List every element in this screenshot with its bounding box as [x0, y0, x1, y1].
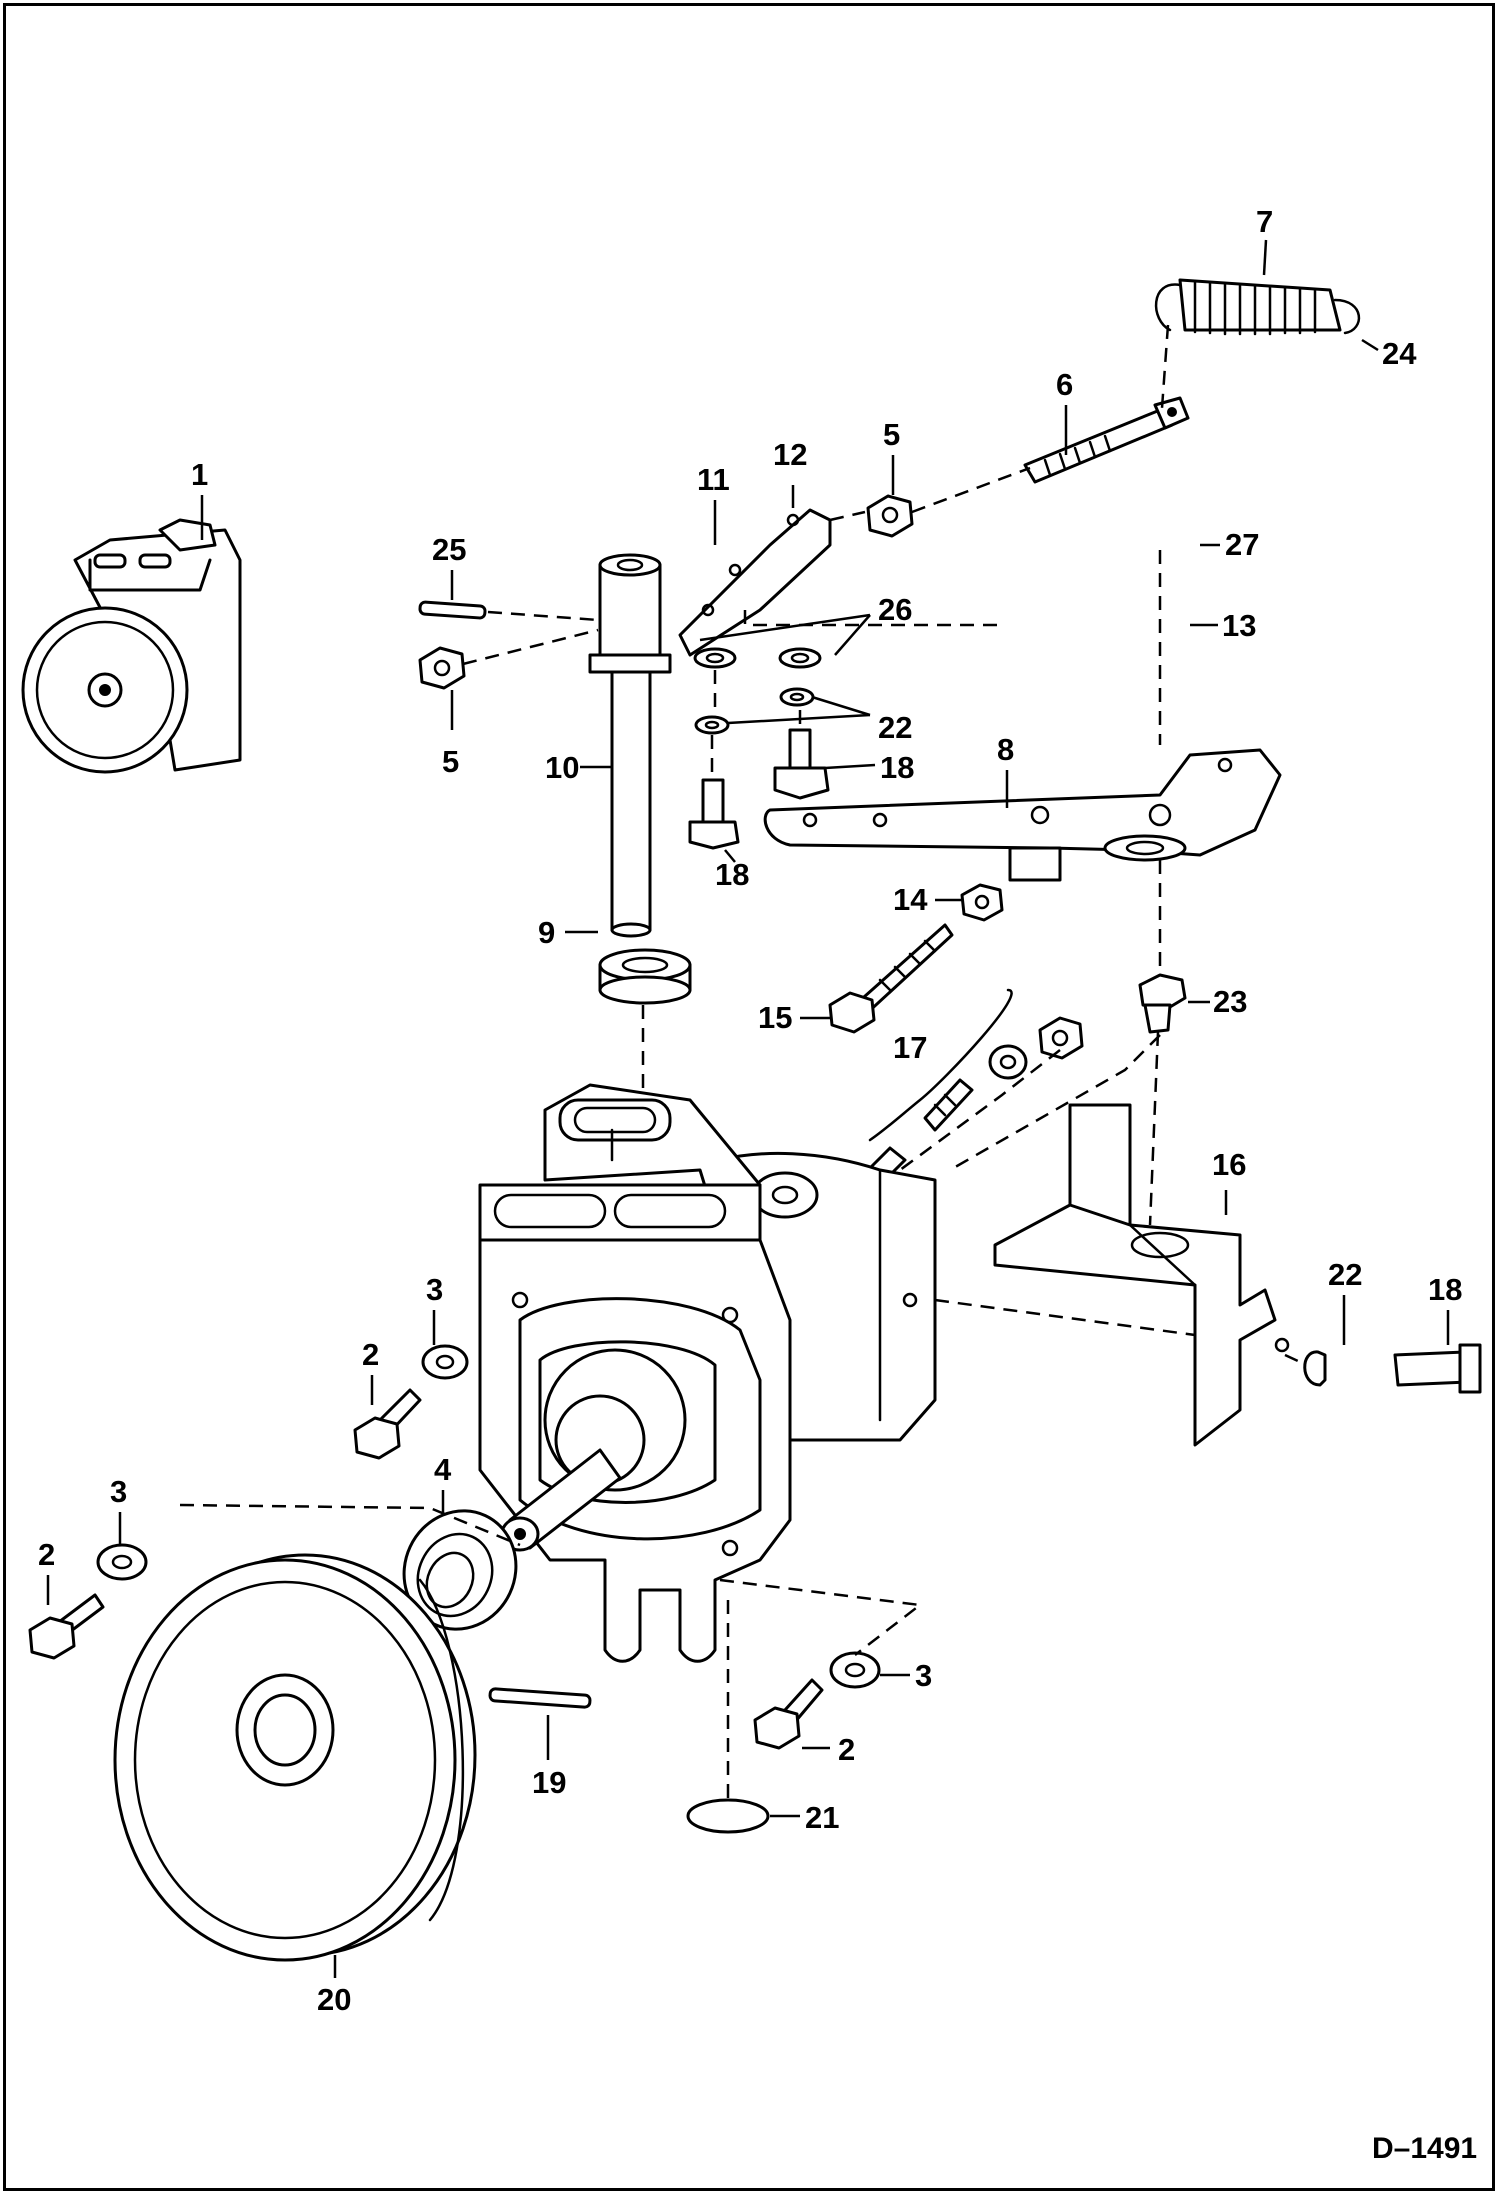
callout-2c: 2 [838, 1732, 855, 1767]
stud-and-spring [868, 988, 1084, 1182]
callout-6: 6 [1056, 367, 1073, 402]
callout-19: 19 [532, 1765, 566, 1800]
inset-pump-overview [21, 518, 242, 774]
callout-3c: 3 [915, 1658, 932, 1693]
spring [1154, 278, 1361, 336]
shaft-post [588, 553, 672, 938]
callout-22b: 22 [1328, 1257, 1362, 1292]
hex-nut-left [418, 646, 466, 690]
key-pin [488, 1687, 592, 1709]
callout-22a: 22 [878, 710, 912, 745]
hex-nut [866, 494, 914, 538]
callout-24: 24 [1382, 336, 1417, 371]
washer-upper-left [421, 1344, 469, 1380]
bolt-lower-left [28, 1593, 105, 1660]
lever-arm [678, 508, 832, 657]
callout-8: 8 [997, 732, 1014, 767]
callout-labels: 1 7 24 6 12 11 5 25 27 13 26 22 5 10 18 … [38, 204, 1462, 2017]
callout-1: 1 [191, 457, 208, 492]
document-id: D–1491 [1372, 2132, 1477, 2165]
bolt-right [753, 1678, 824, 1750]
callout-15: 15 [758, 1000, 792, 1035]
callout-20: 20 [317, 1982, 351, 2017]
link-bar [763, 748, 1282, 882]
callout-16: 16 [1212, 1147, 1246, 1182]
callout-27: 27 [1225, 527, 1259, 562]
washer-right [829, 1651, 881, 1689]
callout-9: 9 [538, 915, 555, 950]
callout-14: 14 [893, 882, 928, 917]
pump-housing [478, 1083, 937, 1663]
pin [418, 600, 487, 620]
mounting-bracket [993, 1103, 1290, 1447]
callout-18a: 18 [880, 750, 914, 785]
callout-12: 12 [773, 437, 807, 472]
washer-lower-left [96, 1543, 148, 1581]
callout-17: 17 [893, 1030, 927, 1065]
callout-18c: 18 [1428, 1272, 1462, 1307]
grease-fitting [1138, 973, 1187, 1034]
callout-10: 10 [545, 750, 579, 785]
bolt-upper-left [353, 1388, 422, 1460]
callout-5b: 5 [442, 744, 459, 779]
eye-bolt [1023, 396, 1190, 484]
leader-lines [46, 239, 1450, 1978]
bolt-upper [773, 728, 830, 800]
assembly-lines [179, 324, 1301, 1800]
bolt-lower [688, 778, 740, 850]
callout-26: 26 [878, 592, 912, 627]
callout-25: 25 [432, 532, 466, 567]
callout-18b: 18 [715, 857, 749, 892]
callout-11: 11 [697, 462, 730, 497]
callout-2b: 2 [38, 1537, 55, 1572]
callout-5a: 5 [883, 417, 900, 452]
side-bolt [1303, 1343, 1482, 1394]
callout-2a: 2 [362, 1337, 379, 1372]
plug [686, 1798, 770, 1834]
spacer [598, 948, 692, 1005]
callout-4: 4 [434, 1452, 452, 1487]
long-bolt [828, 923, 954, 1034]
callout-3b: 3 [110, 1474, 127, 1509]
callout-13: 13 [1222, 608, 1256, 643]
callout-23: 23 [1213, 984, 1247, 1019]
callout-21: 21 [805, 1800, 839, 1835]
pulley [113, 1553, 477, 1962]
callout-7: 7 [1256, 204, 1273, 239]
callout-3a: 3 [426, 1272, 443, 1307]
